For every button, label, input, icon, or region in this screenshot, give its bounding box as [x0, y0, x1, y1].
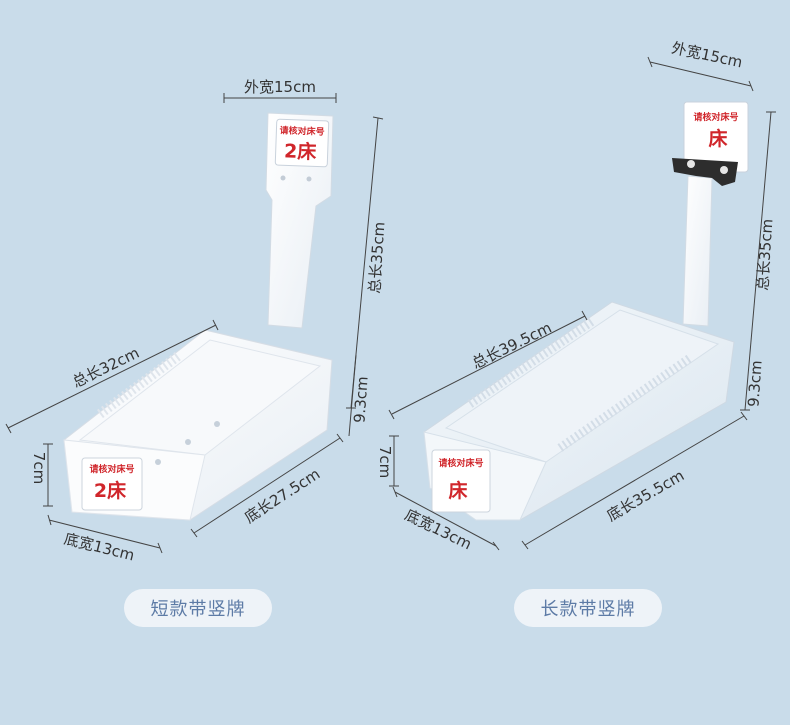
long-product: 请核对床号 床 请核对床号 床 外宽15cm 总长35cm — [376, 39, 776, 554]
short-sign-tag-text: 请核对床号 — [279, 124, 324, 138]
long-dim-height: 9.3cm — [744, 360, 765, 408]
long-front-tag-text: 请核对床号 — [438, 457, 483, 469]
long-dim-bottom-length: 底长35.5cm — [604, 466, 688, 525]
short-basket: 请核对床号 2床 — [63, 329, 333, 521]
long-basket: 请核对床号 床 — [423, 301, 735, 521]
long-sign-bed-text: 床 — [708, 127, 727, 150]
long-sign-tag-text: 请核对床号 — [693, 111, 738, 123]
long-caption-label: 长款带竖牌 — [540, 599, 636, 620]
short-product: 请核对床号 2床 请核对床号 2床 外宽15cm 总长35cm — [5, 78, 389, 565]
long-caption-pill: 长款带竖牌 — [514, 589, 662, 627]
short-front-bed-text: 2床 — [94, 479, 126, 502]
short-front-tag-text: 请核对床号 — [89, 463, 134, 475]
long-dim-total-height: 总长35cm — [754, 218, 777, 291]
long-front-bed-text: 床 — [448, 479, 467, 502]
short-dim-total-height: 总长35cm — [366, 221, 389, 294]
short-caption-pill: 短款带竖牌 — [124, 589, 272, 627]
long-dim-outer-width: 外宽15cm — [670, 39, 744, 72]
short-sign-post: 请核对床号 2床 — [265, 112, 334, 329]
short-dim-height: 9.3cm — [350, 376, 371, 424]
long-sign-post: 请核对床号 床 — [672, 101, 749, 327]
short-caption-label: 短款带竖牌 — [150, 599, 246, 620]
short-sign-bed-text: 2床 — [284, 139, 317, 163]
short-dim-outer-width: 外宽15cm — [244, 78, 316, 96]
short-dim-bottom-width: 底宽13cm — [62, 530, 136, 565]
short-dim-depth: 7cm — [30, 452, 48, 484]
long-dim-depth: 7cm — [376, 446, 394, 478]
short-dimension-lines — [5, 93, 384, 554]
long-dimension-lines — [388, 56, 776, 551]
long-dim-bottom-width: 底宽13cm — [402, 506, 475, 554]
